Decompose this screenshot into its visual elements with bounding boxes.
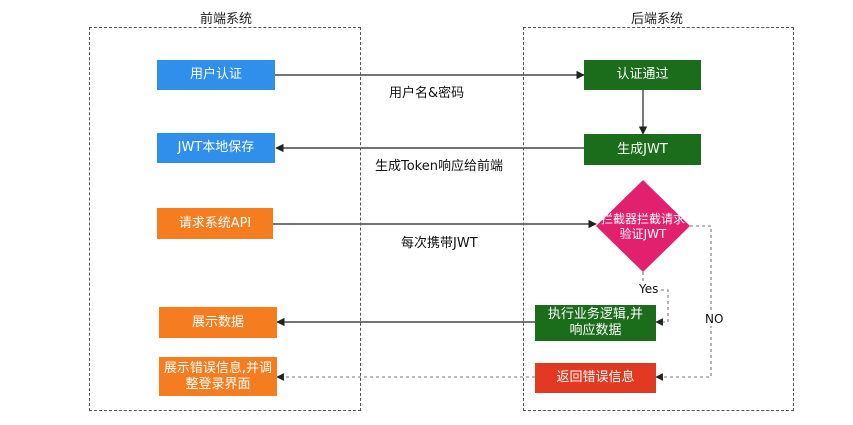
return-error-node: 返回错误信息 (535, 363, 656, 393)
frontend-group-title: 前端系统 (200, 12, 253, 27)
frontend-group (89, 27, 361, 411)
edge-label-yes: Yes (638, 282, 660, 296)
show-error-node: 展示错误信息,并调整登录界面 (159, 357, 277, 396)
interceptor-diamond (596, 180, 690, 272)
edge-label-token-response: 生成Token响应给前端 (375, 159, 503, 174)
user-auth-node: 用户认证 (157, 60, 275, 90)
edge-label-carry-jwt: 每次携带JWT (401, 236, 478, 251)
backend-group-title: 后端系统 (631, 12, 684, 27)
request-api-node: 请求系统API (157, 208, 273, 239)
interceptor-label: 拦截器拦截请求验证JWT (600, 212, 685, 241)
backend-group (523, 27, 794, 411)
edge-no-to-return-error (655, 225, 712, 381)
auth-passed-node: 认证通过 (584, 60, 701, 90)
execute-logic-node: 执行业务逻辑,并响应数据 (535, 305, 656, 341)
jwt-local-save-node: JWT本地保存 (157, 133, 275, 163)
show-data-node: 展示数据 (159, 307, 277, 338)
edge-label-no: NO (704, 312, 725, 326)
generate-jwt-node: 生成JWT (584, 134, 701, 165)
edge-label-username-password: 用户名&密码 (389, 86, 465, 101)
